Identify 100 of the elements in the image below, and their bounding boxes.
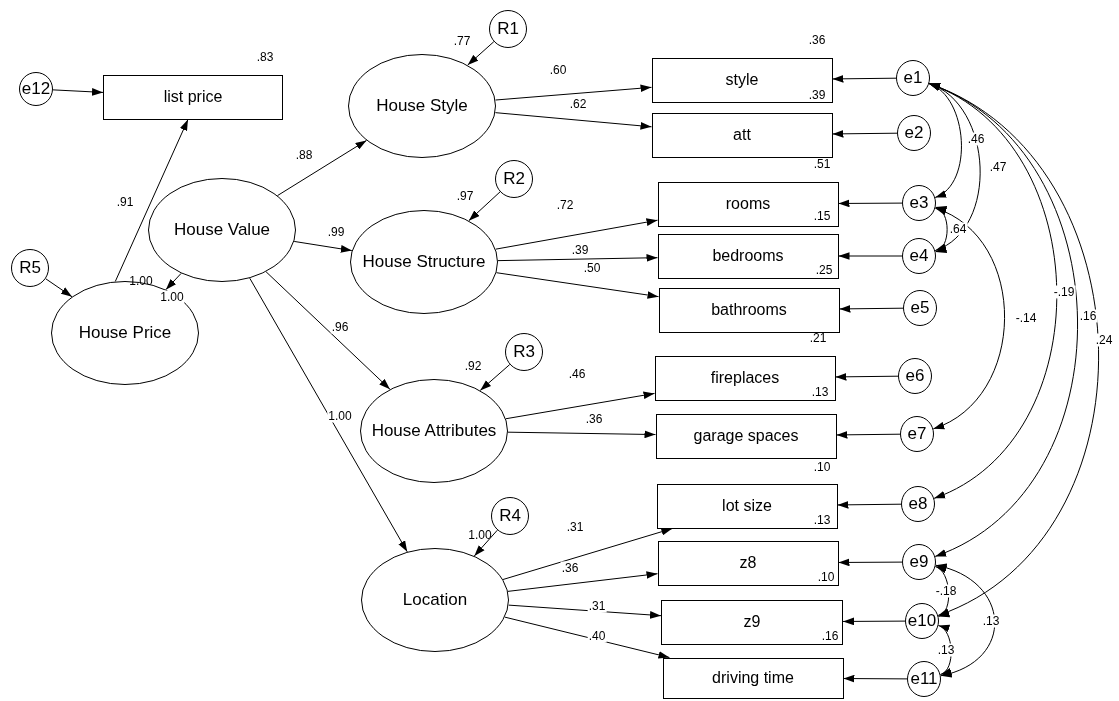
double-headed-arrow [928,82,981,252]
latent-variable-ellipse [360,379,508,483]
path-coefficient: .72 [555,198,575,212]
arrow [495,218,658,250]
path-coefficient: .13 [936,643,956,657]
latent-variable-ellipse [361,548,509,652]
variable-name: e2 [904,123,924,143]
variable-name: e12 [21,79,51,99]
variable-name: R5 [19,258,41,278]
variable-name: e11 [910,669,938,689]
arrow [277,139,367,197]
observed-variable-box [654,355,836,401]
coefficient-label: .97 [455,189,475,203]
variable-name: z8 [739,554,757,572]
coefficient-label: .15 [812,209,832,223]
variable-name: z9 [743,613,761,631]
observed-variable-box [661,599,843,645]
arrow [507,571,658,592]
arrow [504,616,670,659]
observed-variable-box [103,74,283,120]
error-term-circle [902,185,936,221]
error-term-circle [907,661,941,697]
path-coefficient: .96 [330,320,350,334]
path-coefficient: .60 [548,63,568,77]
double-headed-arrow [928,83,1058,499]
double-headed-arrow [932,207,1006,430]
arrow [249,277,408,553]
arrow [502,528,673,580]
variable-name: Location [402,590,468,610]
error-term-circle [905,603,939,639]
observed-variable-box [657,540,839,586]
path-coefficient: .46 [567,367,587,381]
variable-name: e8 [908,494,928,514]
path-coefficient: .36 [584,412,604,426]
path-coefficient: .46 [966,132,986,146]
variable-name: driving time [712,669,794,687]
arrow [832,129,898,138]
arrow [473,529,498,557]
path-coefficient: .91 [115,195,135,209]
variable-name: e5 [910,298,930,318]
error-term-circle [897,115,931,151]
arrow [495,272,659,299]
path-coefficient: .31 [565,520,585,534]
variable-name: R3 [513,342,535,362]
latent-variable-ellipse [350,210,498,314]
arrow [843,674,908,683]
arrow [838,252,903,260]
arrow [494,112,652,130]
coefficient-label: .16 [820,629,840,643]
error-term-circle [903,290,937,326]
variable-name: House Structure [362,252,486,272]
coefficient-label: .51 [812,157,832,171]
variable-name: e1 [903,68,923,88]
path-coefficient: .99 [326,225,346,239]
arrow [497,254,658,262]
variable-name: list price [163,88,223,106]
arrow [467,41,495,66]
error-term-circle [19,72,53,106]
arrow [838,199,903,208]
error-term-circle [491,497,529,535]
arrow [45,278,73,298]
path-coefficient: .13 [981,614,1001,628]
double-headed-arrow [928,83,1100,616]
path-coefficient: .88 [294,148,314,162]
variable-name: R1 [497,19,519,39]
arrow [265,271,391,390]
double-headed-arrow [934,566,950,617]
error-term-circle [505,333,543,371]
variable-name: R2 [503,169,525,189]
arrow [837,500,902,509]
path-coefficient: 1.00 [327,409,353,423]
coefficient-label: .83 [255,50,275,64]
path-coefficient: -.18 [934,584,958,598]
path-coefficient: 1.00 [159,290,185,304]
observed-variable-box [658,287,840,333]
path-coefficient: .62 [568,97,588,111]
arrow [293,240,353,253]
variable-name: e7 [907,424,927,444]
arrow [114,119,189,282]
error-term-circle [900,416,934,452]
coefficient-label: .39 [807,88,827,102]
coefficient-label: .10 [812,460,832,474]
path-coefficient: .39 [570,243,590,257]
path-coefficient: .40 [587,629,607,643]
path-coefficient: .64 [948,222,968,236]
arrow [505,391,655,420]
arrow [479,364,511,391]
coefficient-label: .13 [812,513,832,527]
observed-variable-box [657,233,839,279]
error-term-circle [896,60,930,96]
variable-name: att [733,126,751,144]
arrow [832,74,897,83]
arrow [508,604,662,619]
coefficient-label: .10 [816,570,836,584]
path-coefficient: .16 [1078,309,1098,323]
observed-variable-box [651,57,833,103]
variable-name: style [725,71,759,89]
coefficient-label: .13 [810,385,830,399]
path-coefficient: .50 [582,261,602,275]
variable-name: House Price [78,323,172,343]
